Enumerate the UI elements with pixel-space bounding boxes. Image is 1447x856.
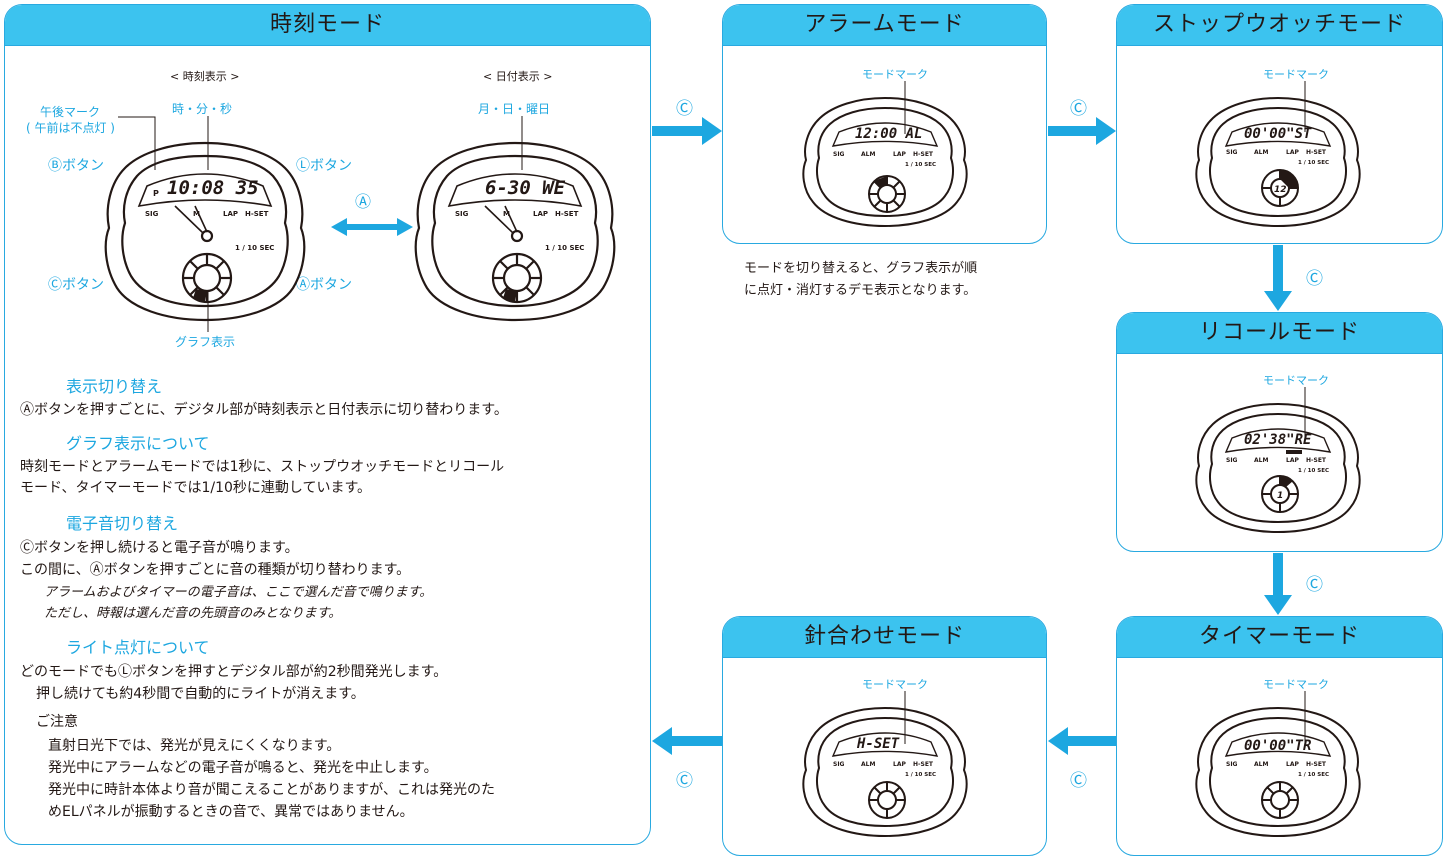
watch-alarm-mode: 12:00 AL SIG ALM LAP H-SET 1 / 10 SEC xyxy=(802,96,968,228)
svg-text:M: M xyxy=(503,210,510,218)
recall-mode-mark-label: モードマーク xyxy=(1263,374,1329,387)
svg-text:1 / 10 SEC: 1 / 10 SEC xyxy=(1298,160,1329,166)
watch-hand-set-mode: H-SET SIG ALM LAP H-SET 1 / 10 SEC xyxy=(802,706,968,838)
alarm-note-line-1: モードを切り替えると、グラフ表示が順 xyxy=(744,261,978,276)
svg-text:1 / 10 SEC: 1 / 10 SEC xyxy=(905,772,936,778)
recall-mode-title: リコールモード xyxy=(1117,313,1442,354)
svg-text:M: M xyxy=(193,210,200,218)
svg-text:SIG: SIG xyxy=(455,210,469,218)
stopwatch-display: 00'00"ST xyxy=(1244,126,1312,142)
svg-text:1 / 10 SEC: 1 / 10 SEC xyxy=(905,162,936,168)
svg-text:1 / 10 SEC: 1 / 10 SEC xyxy=(1298,468,1329,474)
svg-text:SIG: SIG xyxy=(1226,761,1238,768)
alarm-display: 12:00 AL xyxy=(855,126,922,142)
svg-text:ALM: ALM xyxy=(861,761,875,768)
svg-text:LAP: LAP xyxy=(1286,149,1299,156)
l-button-label: Ⓛボタン xyxy=(296,158,352,174)
arrow-time-to-alarm xyxy=(652,117,722,145)
section-title-sound: 電子音切り替え xyxy=(66,514,179,533)
hand-set-display: H-SET xyxy=(856,736,900,752)
c-mark-handset-to-time: Ⓒ xyxy=(676,771,693,791)
a-button-label: Ⓐボタン xyxy=(296,277,352,293)
svg-text:ALM: ALM xyxy=(1254,149,1268,156)
timer-mode-panel: タイマーモード xyxy=(1116,616,1443,856)
watch-time-display: 10:08 35 P SIG M LAP H-SET 1 / 10 SEC xyxy=(104,141,306,322)
c-mark-time-to-alarm: Ⓒ xyxy=(676,99,693,119)
svg-text:ALM: ALM xyxy=(1254,761,1268,768)
svg-text:LAP: LAP xyxy=(893,761,906,768)
timer-display: 00'00"TR xyxy=(1244,738,1311,754)
section-title-display-switch: 表示切り替え xyxy=(66,377,163,396)
svg-text:H-SET: H-SET xyxy=(245,210,269,218)
time-mode-title: 時刻モード xyxy=(5,5,650,46)
timer-mode-mark-label: モードマーク xyxy=(1263,678,1329,691)
stopwatch-mode-title: ストップウオッチモード xyxy=(1117,5,1442,46)
alarm-note-line-2: に点灯・消灯するデモ表示となります。 xyxy=(744,283,977,298)
c-button-label: Ⓒボタン xyxy=(48,277,104,293)
arrow-recall-to-timer xyxy=(1264,553,1292,615)
svg-text:ALM: ALM xyxy=(861,151,875,158)
watch-timer-mode: 00'00"TR SIG ALM LAP H-SET 1 / 10 SEC xyxy=(1195,706,1361,838)
svg-text:H-SET: H-SET xyxy=(555,210,579,218)
svg-text:1 / 10 SEC: 1 / 10 SEC xyxy=(1298,772,1329,778)
svg-text:LAP: LAP xyxy=(533,210,548,218)
svg-text:SIG: SIG xyxy=(1226,457,1238,464)
c-mark-timer-to-handset: Ⓒ xyxy=(1070,771,1087,791)
arrow-alarm-to-stopwatch xyxy=(1048,117,1116,145)
svg-text:H-SET: H-SET xyxy=(913,151,934,158)
pm-mark: P xyxy=(153,189,159,198)
hand-set-mode-mark-label: モードマーク xyxy=(862,678,928,691)
svg-text:LAP: LAP xyxy=(223,210,238,218)
graph-display-label: グラフ表示 xyxy=(175,335,236,349)
svg-text:1 / 10 SEC: 1 / 10 SEC xyxy=(545,244,584,252)
watch-recall-mode: 02'38"RE 1 SIG ALM LAP H-SET 1 / 10 SEC xyxy=(1195,402,1361,534)
c-mark-stopwatch-to-recall: Ⓒ xyxy=(1306,269,1323,289)
svg-text:1 / 10 SEC: 1 / 10 SEC xyxy=(235,244,274,252)
watch-stopwatch-mode: 00'00"ST 12 SIG ALM LAP H-SET 1 / 10 SEC xyxy=(1195,96,1361,228)
timer-mode-title: タイマーモード xyxy=(1117,617,1442,658)
hand-set-mode-title: 針合わせモード xyxy=(723,617,1046,658)
pm-mark-label: 午後マーク xyxy=(40,105,101,119)
b-button-label: Ⓑボタン xyxy=(48,158,104,174)
time-digits: 10:08 35 xyxy=(167,177,259,199)
alarm-mode-title: アラームモード xyxy=(723,5,1046,46)
alarm-mode-mark-label: モードマーク xyxy=(862,68,928,81)
caution-title: ご注意 xyxy=(36,714,78,730)
arrow-stopwatch-to-recall xyxy=(1264,245,1292,311)
svg-text:LAP: LAP xyxy=(1286,457,1299,464)
recall-display: 02'38"RE xyxy=(1244,432,1312,448)
recall-dial-number: 1 xyxy=(1277,491,1283,501)
svg-text:ALM: ALM xyxy=(1254,457,1268,464)
svg-text:LAP: LAP xyxy=(893,151,906,158)
svg-text:SIG: SIG xyxy=(833,151,845,158)
c-mark-recall-to-timer: Ⓒ xyxy=(1306,575,1323,595)
svg-text:SIG: SIG xyxy=(833,761,845,768)
alarm-mode-panel: アラームモード xyxy=(722,4,1047,244)
c-mark-alarm-to-stopwatch: Ⓒ xyxy=(1070,99,1087,119)
svg-text:H-SET: H-SET xyxy=(1306,457,1327,464)
hms-label: 時・分・秒 xyxy=(172,102,233,116)
date-display-caption: < 日付表示 > xyxy=(483,70,553,83)
section-title-light: ライト点灯について xyxy=(66,638,210,657)
a-switch-marker: Ⓐ xyxy=(355,192,372,211)
svg-text:SIG: SIG xyxy=(145,210,159,218)
section-title-graph: グラフ表示について xyxy=(66,434,210,453)
svg-text:H-SET: H-SET xyxy=(1306,761,1327,768)
date-digits: 6-30 WE xyxy=(485,177,566,199)
watch-date-display: 6-30 WE SIG M LAP H-SET 1 / 10 SEC xyxy=(414,141,616,322)
svg-text:SIG: SIG xyxy=(1226,149,1238,156)
svg-text:H-SET: H-SET xyxy=(913,761,934,768)
arrow-timer-to-handset xyxy=(1048,727,1116,755)
pm-mark-note: ( 午前は不点灯 ) xyxy=(26,121,115,135)
arrow-handset-to-time xyxy=(652,727,722,755)
stopwatch-dial-number: 12 xyxy=(1274,185,1287,195)
svg-text:LAP: LAP xyxy=(1286,761,1299,768)
svg-text:H-SET: H-SET xyxy=(1306,149,1327,156)
stopwatch-mode-mark-label: モードマーク xyxy=(1263,68,1329,81)
mdw-label: 月・日・曜日 xyxy=(478,102,551,116)
time-display-caption: < 時刻表示 > xyxy=(170,70,240,83)
